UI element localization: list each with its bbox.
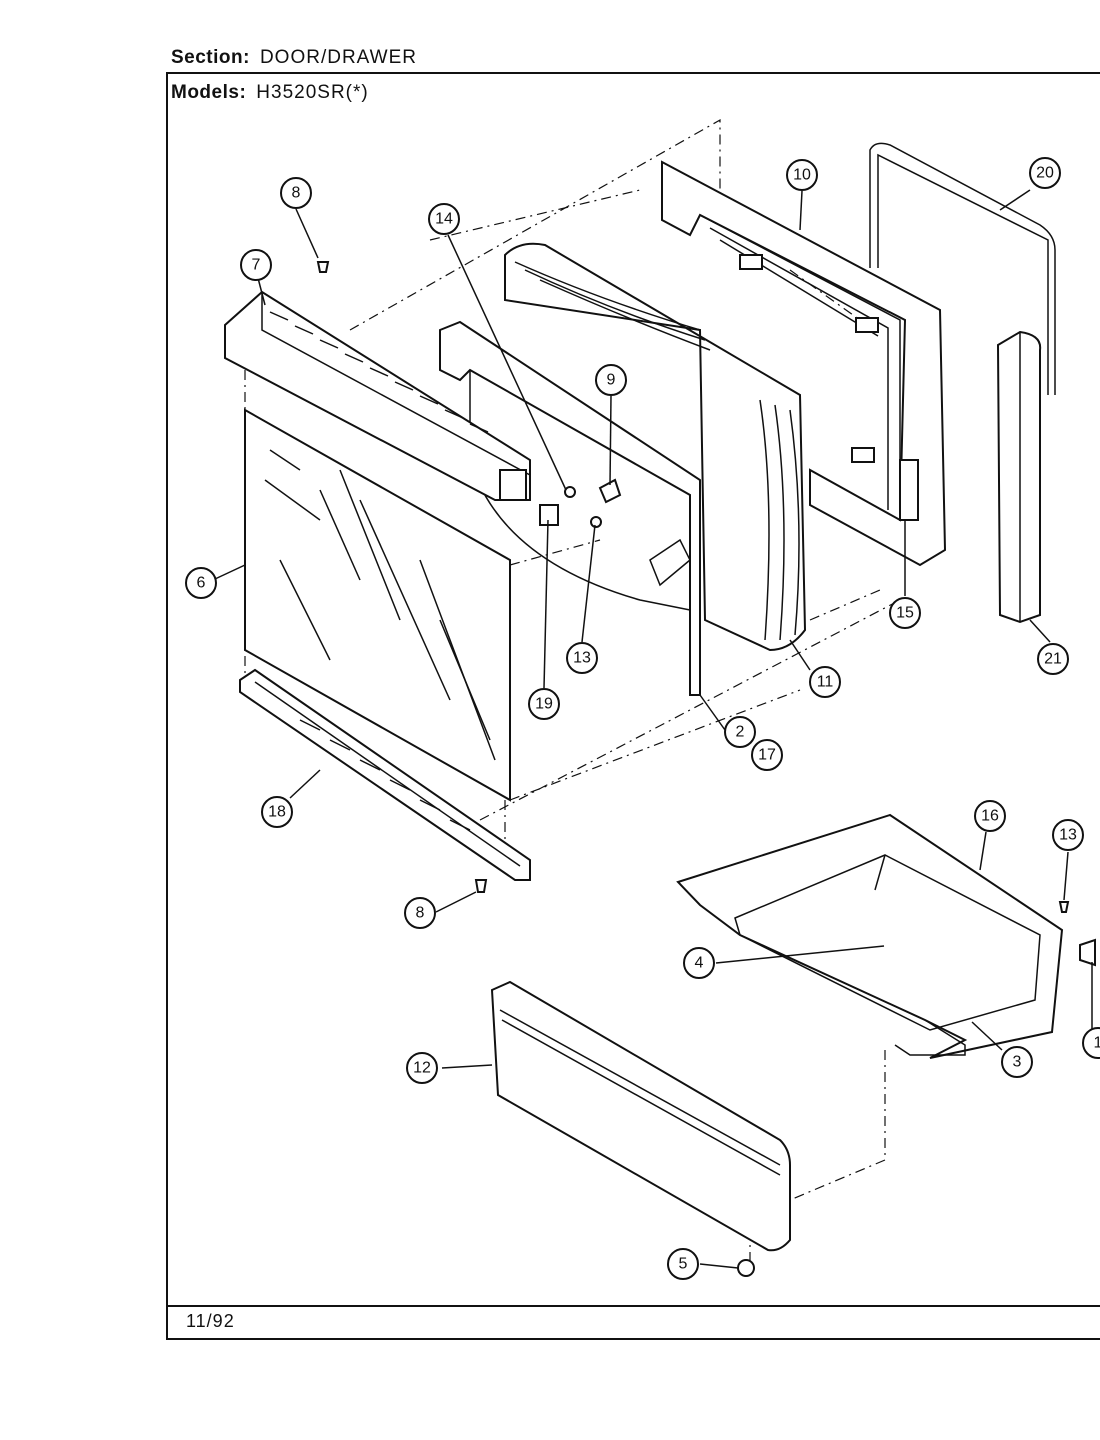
callout-number: 15 xyxy=(896,605,914,622)
callout-number: 2 xyxy=(736,724,745,741)
callout-circle xyxy=(1037,643,1069,675)
callout-13b: 13 xyxy=(1052,819,1084,851)
callout-circle xyxy=(667,1248,699,1280)
callout-circle xyxy=(595,364,627,396)
callout-15: 15 xyxy=(889,597,921,629)
callout-6: 6 xyxy=(185,567,217,599)
callout-circle xyxy=(240,249,272,281)
models-value: H3520SR(*) xyxy=(256,82,369,103)
callout-circle xyxy=(786,159,818,191)
callout-number: 12 xyxy=(413,1060,431,1077)
callout-circle xyxy=(261,796,293,828)
callout-19: 19 xyxy=(528,688,560,720)
diagram-frame xyxy=(166,72,1100,1340)
drawer-box xyxy=(676,813,1064,1059)
leader-lines xyxy=(214,189,1093,1269)
callout-circle xyxy=(404,897,436,929)
callout-circle xyxy=(889,597,921,629)
footer-divider xyxy=(166,1305,1100,1307)
callout-circle xyxy=(1052,819,1084,851)
callout-number: 4 xyxy=(695,955,704,972)
callout-7: 7 xyxy=(240,249,272,281)
callout-number: 14 xyxy=(435,211,453,228)
callout-16: 16 xyxy=(974,800,1006,832)
callout-circle xyxy=(185,567,217,599)
callout-2: 2 xyxy=(724,716,756,748)
callout-number: 13 xyxy=(1059,827,1077,844)
callout-number: 21 xyxy=(1044,651,1062,668)
door-glass xyxy=(244,408,511,802)
callout-circle xyxy=(724,716,756,748)
section-heading: Section: DOOR/DRAWER xyxy=(171,47,417,69)
callout-number: 17 xyxy=(758,747,776,764)
callout-number: 5 xyxy=(679,1256,688,1273)
door-gasket xyxy=(869,142,1056,395)
callout-number: 9 xyxy=(607,372,616,389)
drawer-front xyxy=(490,980,791,1277)
callout-number: 10 xyxy=(793,167,811,184)
callout-number: 19 xyxy=(535,696,553,713)
models-label: Models: xyxy=(171,82,247,103)
footer-date: 11/92 xyxy=(186,1311,235,1331)
callout-9: 9 xyxy=(595,364,627,396)
callout-number: 13 xyxy=(573,650,591,667)
callout-number: 1 xyxy=(1094,1035,1100,1052)
door-liner-frame xyxy=(661,160,947,567)
callout-circle xyxy=(428,203,460,235)
callout-circle xyxy=(809,666,841,698)
bottom-trim xyxy=(239,668,531,881)
callout-8b: 8 xyxy=(404,897,436,929)
callout-circle xyxy=(1082,1027,1100,1059)
insulation-pad xyxy=(504,242,807,652)
callout-circle xyxy=(406,1052,438,1084)
callout-number: 11 xyxy=(817,674,834,691)
callout-circle xyxy=(528,688,560,720)
callout-4: 4 xyxy=(683,947,715,979)
callout-21: 21 xyxy=(1037,643,1069,675)
callout-number: 18 xyxy=(268,804,286,821)
callout-number: 20 xyxy=(1036,165,1054,182)
callout-18: 18 xyxy=(261,796,293,828)
callout-5: 5 xyxy=(667,1248,699,1280)
callout-number: 6 xyxy=(197,575,206,592)
callout-number: 16 xyxy=(981,808,999,825)
callout-circle xyxy=(280,177,312,209)
callout-12: 12 xyxy=(406,1052,438,1084)
callout-circle xyxy=(751,739,783,771)
callout-number: 8 xyxy=(416,905,425,922)
section-value: DOOR/DRAWER xyxy=(259,47,417,68)
callout-8a: 8 xyxy=(280,177,312,209)
callout-number: 8 xyxy=(292,185,301,202)
callout-10: 10 xyxy=(786,159,818,191)
side-trim xyxy=(996,330,1042,624)
callout-3: 3 xyxy=(1001,1046,1033,1078)
callout-number: 7 xyxy=(252,257,261,274)
callout-1: 1 xyxy=(1082,1027,1100,1059)
callout-14: 14 xyxy=(428,203,460,235)
callout-circle xyxy=(1029,157,1061,189)
models-heading: Models: H3520SR(*) xyxy=(171,82,369,104)
callout-circle xyxy=(1001,1046,1033,1078)
callout-circle xyxy=(974,800,1006,832)
callout-circle xyxy=(566,642,598,674)
callout-17: 17 xyxy=(751,739,783,771)
callout-20: 20 xyxy=(1029,157,1061,189)
section-label: Section: xyxy=(171,47,250,68)
callout-11: 11 xyxy=(809,666,841,698)
callout-13a: 13 xyxy=(566,642,598,674)
callout-circle xyxy=(683,947,715,979)
callout-number: 3 xyxy=(1013,1054,1022,1071)
